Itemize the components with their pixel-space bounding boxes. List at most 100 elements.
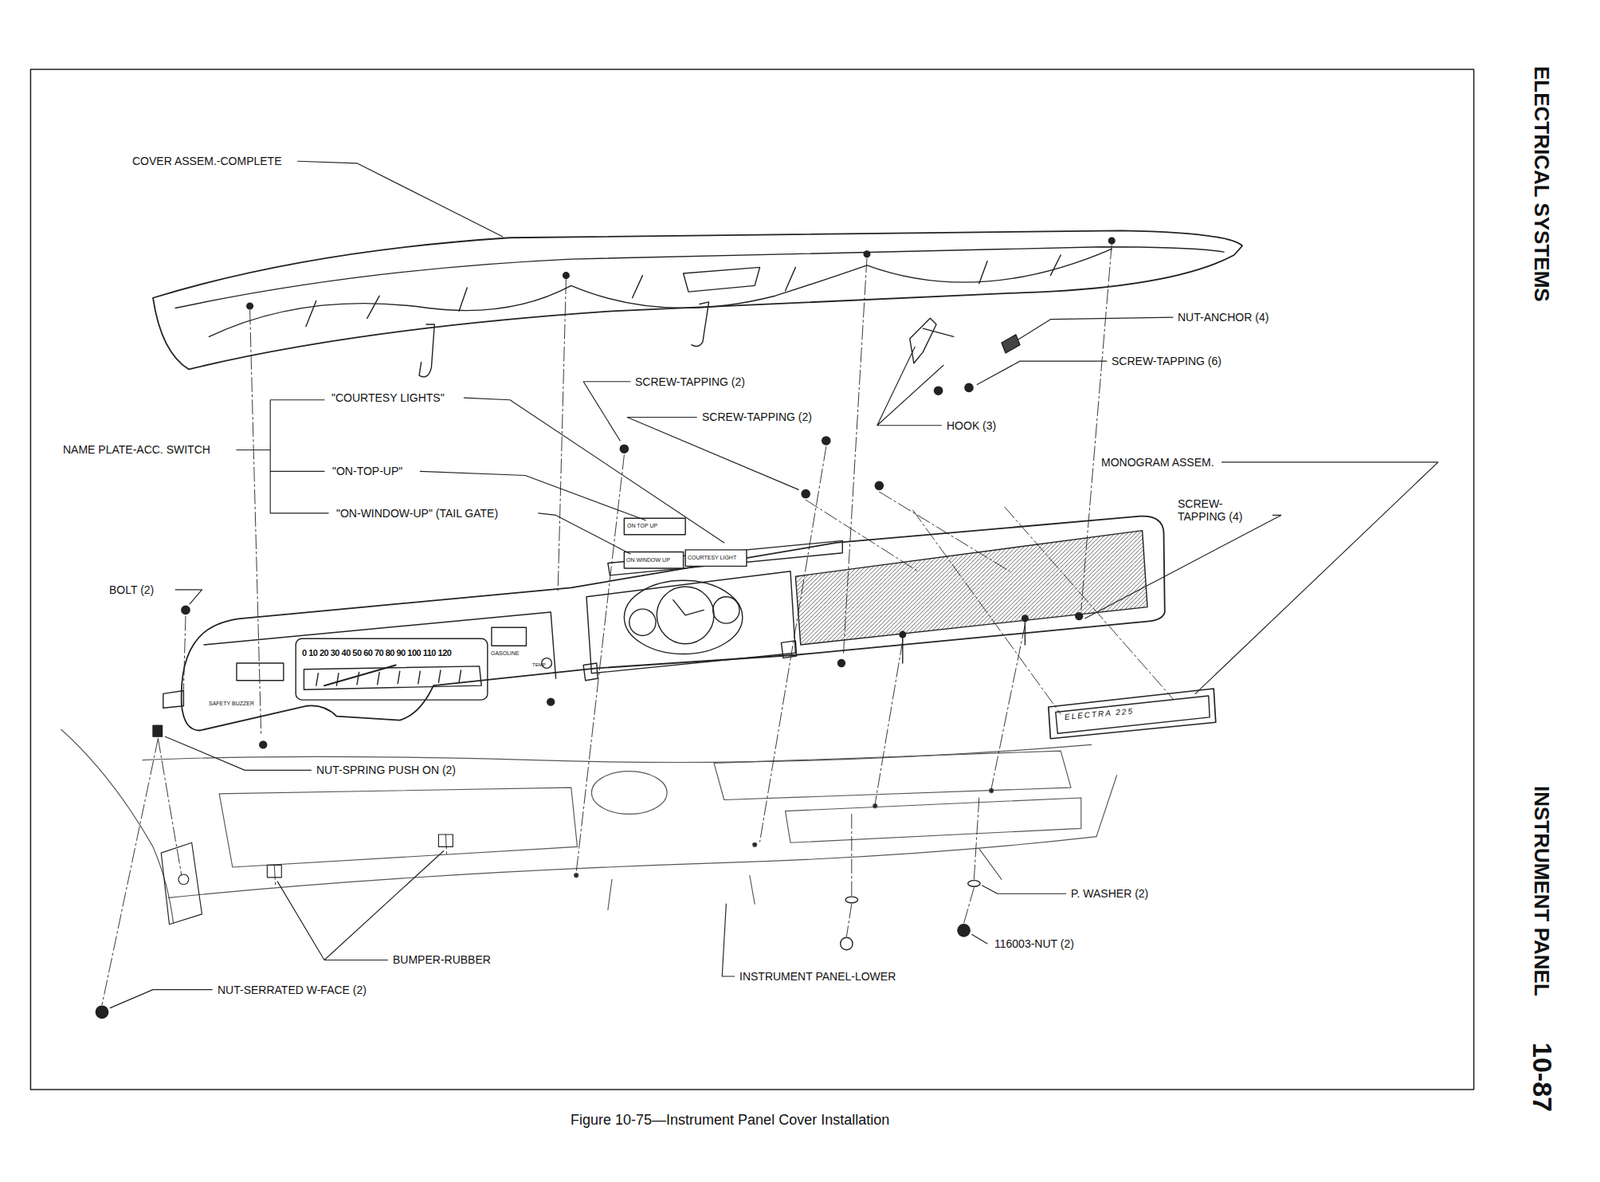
leader-line (583, 381, 631, 441)
part-label: "COURTESY LIGHTS" (331, 391, 445, 404)
odometer (236, 662, 284, 681)
monogram (1048, 688, 1216, 739)
part-label: SCREW-TAPPING (6) (1111, 354, 1222, 368)
leader-line (277, 850, 444, 961)
alignment-line (913, 506, 1173, 714)
illustration-text: ON WINDOW UP (626, 556, 671, 564)
fuel-gauge (491, 627, 527, 646)
leader-line (1085, 514, 1282, 618)
lower-panel-top (142, 744, 1091, 762)
part-label: SCREW-TAPPING (2) (635, 375, 746, 389)
panel-tab (163, 690, 185, 709)
part-label: SCREW-TAPPING (2) (701, 410, 812, 424)
leader-line (877, 346, 944, 426)
speedometer-ticks (316, 670, 462, 686)
lower-panel-lines (607, 775, 1118, 910)
hole (752, 842, 757, 847)
mounting-bracket (160, 842, 202, 924)
illustration-text: 0 10 20 30 40 50 60 70 80 90 100 110 120 (301, 647, 451, 659)
leader-line (175, 589, 202, 604)
leader-bracket (236, 400, 329, 514)
cover-outline (152, 230, 1243, 369)
nut-anchor (563, 272, 570, 279)
part-label: NUT-ANCHOR (4) (1177, 310, 1269, 324)
clock-pod (586, 571, 796, 674)
leader-line (982, 885, 1067, 894)
lower-recess (785, 797, 1082, 843)
part-label: COVER ASSEM.-COMPLETE (132, 154, 282, 168)
speedometer-needle (324, 665, 397, 687)
leader-line (538, 513, 631, 554)
part-label: MONOGRAM ASSEM. (1101, 455, 1215, 469)
bolt (181, 605, 190, 614)
lower-panel-front (168, 836, 1097, 899)
aux-dial (713, 596, 740, 624)
alignment-line (760, 447, 827, 842)
leader-line (1195, 462, 1439, 695)
alignment-line (250, 309, 262, 734)
cover-center-pad (683, 266, 761, 292)
clock-hands (673, 600, 704, 616)
leader-line (298, 160, 503, 237)
panel-outline (181, 516, 1165, 731)
cover-edge (175, 247, 1224, 309)
alignment-line (274, 834, 447, 886)
leader-line (109, 989, 212, 1008)
screw (259, 741, 267, 749)
leader-line (164, 736, 311, 770)
leader-line (976, 360, 1107, 385)
leader-line (1017, 317, 1173, 340)
illustration-text: TEMP (532, 662, 546, 668)
figure-caption: Figure 10-75—Instrument Panel Cover Inst… (570, 1111, 890, 1129)
page-header: INSTRUMENT PANEL (1529, 785, 1553, 997)
leader-line (972, 933, 988, 944)
nut-anchor (247, 302, 254, 310)
lower-panel-edge (61, 729, 174, 923)
part-label: NUT-SPRING PUSH ON (2) (316, 763, 456, 777)
figure-frame (30, 69, 1474, 1090)
alignment-line (1081, 244, 1112, 610)
part-label: SCREW-TAPPING (4) (1177, 497, 1266, 523)
alignment-line (576, 454, 624, 873)
speedometer-scale (303, 666, 482, 690)
screw (964, 383, 973, 392)
part-label: NAME PLATE-ACC. SWITCH (62, 443, 211, 456)
leader-line (627, 417, 799, 491)
clock-housing (623, 580, 742, 654)
hook (909, 317, 954, 363)
alignment-lines (101, 244, 1173, 1005)
nameplate (623, 517, 686, 534)
illustration-text: SAFETY BUZZER (208, 700, 255, 707)
part-label: INSTRUMENT PANEL-LOWER (739, 969, 896, 983)
illustration-text: ON TOP UP (627, 522, 658, 530)
screw (874, 481, 883, 490)
illustration-text: ELECTRA 225 (1063, 705, 1134, 722)
cover-scallop (208, 248, 1112, 337)
nut (840, 937, 853, 950)
part-label: P. WASHER (2) (1070, 886, 1149, 900)
screw (822, 436, 831, 445)
part-label: "ON-WINDOW-UP" (TAIL GATE) (336, 506, 499, 520)
part-label: 116003-NUT (2) (994, 937, 1075, 950)
instrument-panel (163, 516, 1165, 731)
monogram-inner (1055, 695, 1210, 734)
part-label: NUT-SERRATED W-FACE (2) (217, 983, 367, 997)
hook (419, 324, 435, 377)
illustration-text: GASOLINE (490, 650, 520, 657)
alignment-line (846, 797, 979, 937)
screw (801, 489, 810, 498)
panel-clips (583, 640, 797, 681)
hole (989, 788, 994, 793)
hole (873, 803, 878, 808)
nut-spring (152, 725, 163, 737)
page-header: 10-87 (1526, 1042, 1558, 1112)
nut-anchor-part (1001, 334, 1020, 353)
fasteners (95, 383, 1083, 1018)
alignment-line (557, 279, 566, 593)
part-label: BOLT (2) (109, 583, 154, 597)
leader-lines (109, 160, 1439, 1008)
cover-assembly (152, 230, 1243, 377)
screw (619, 444, 628, 453)
